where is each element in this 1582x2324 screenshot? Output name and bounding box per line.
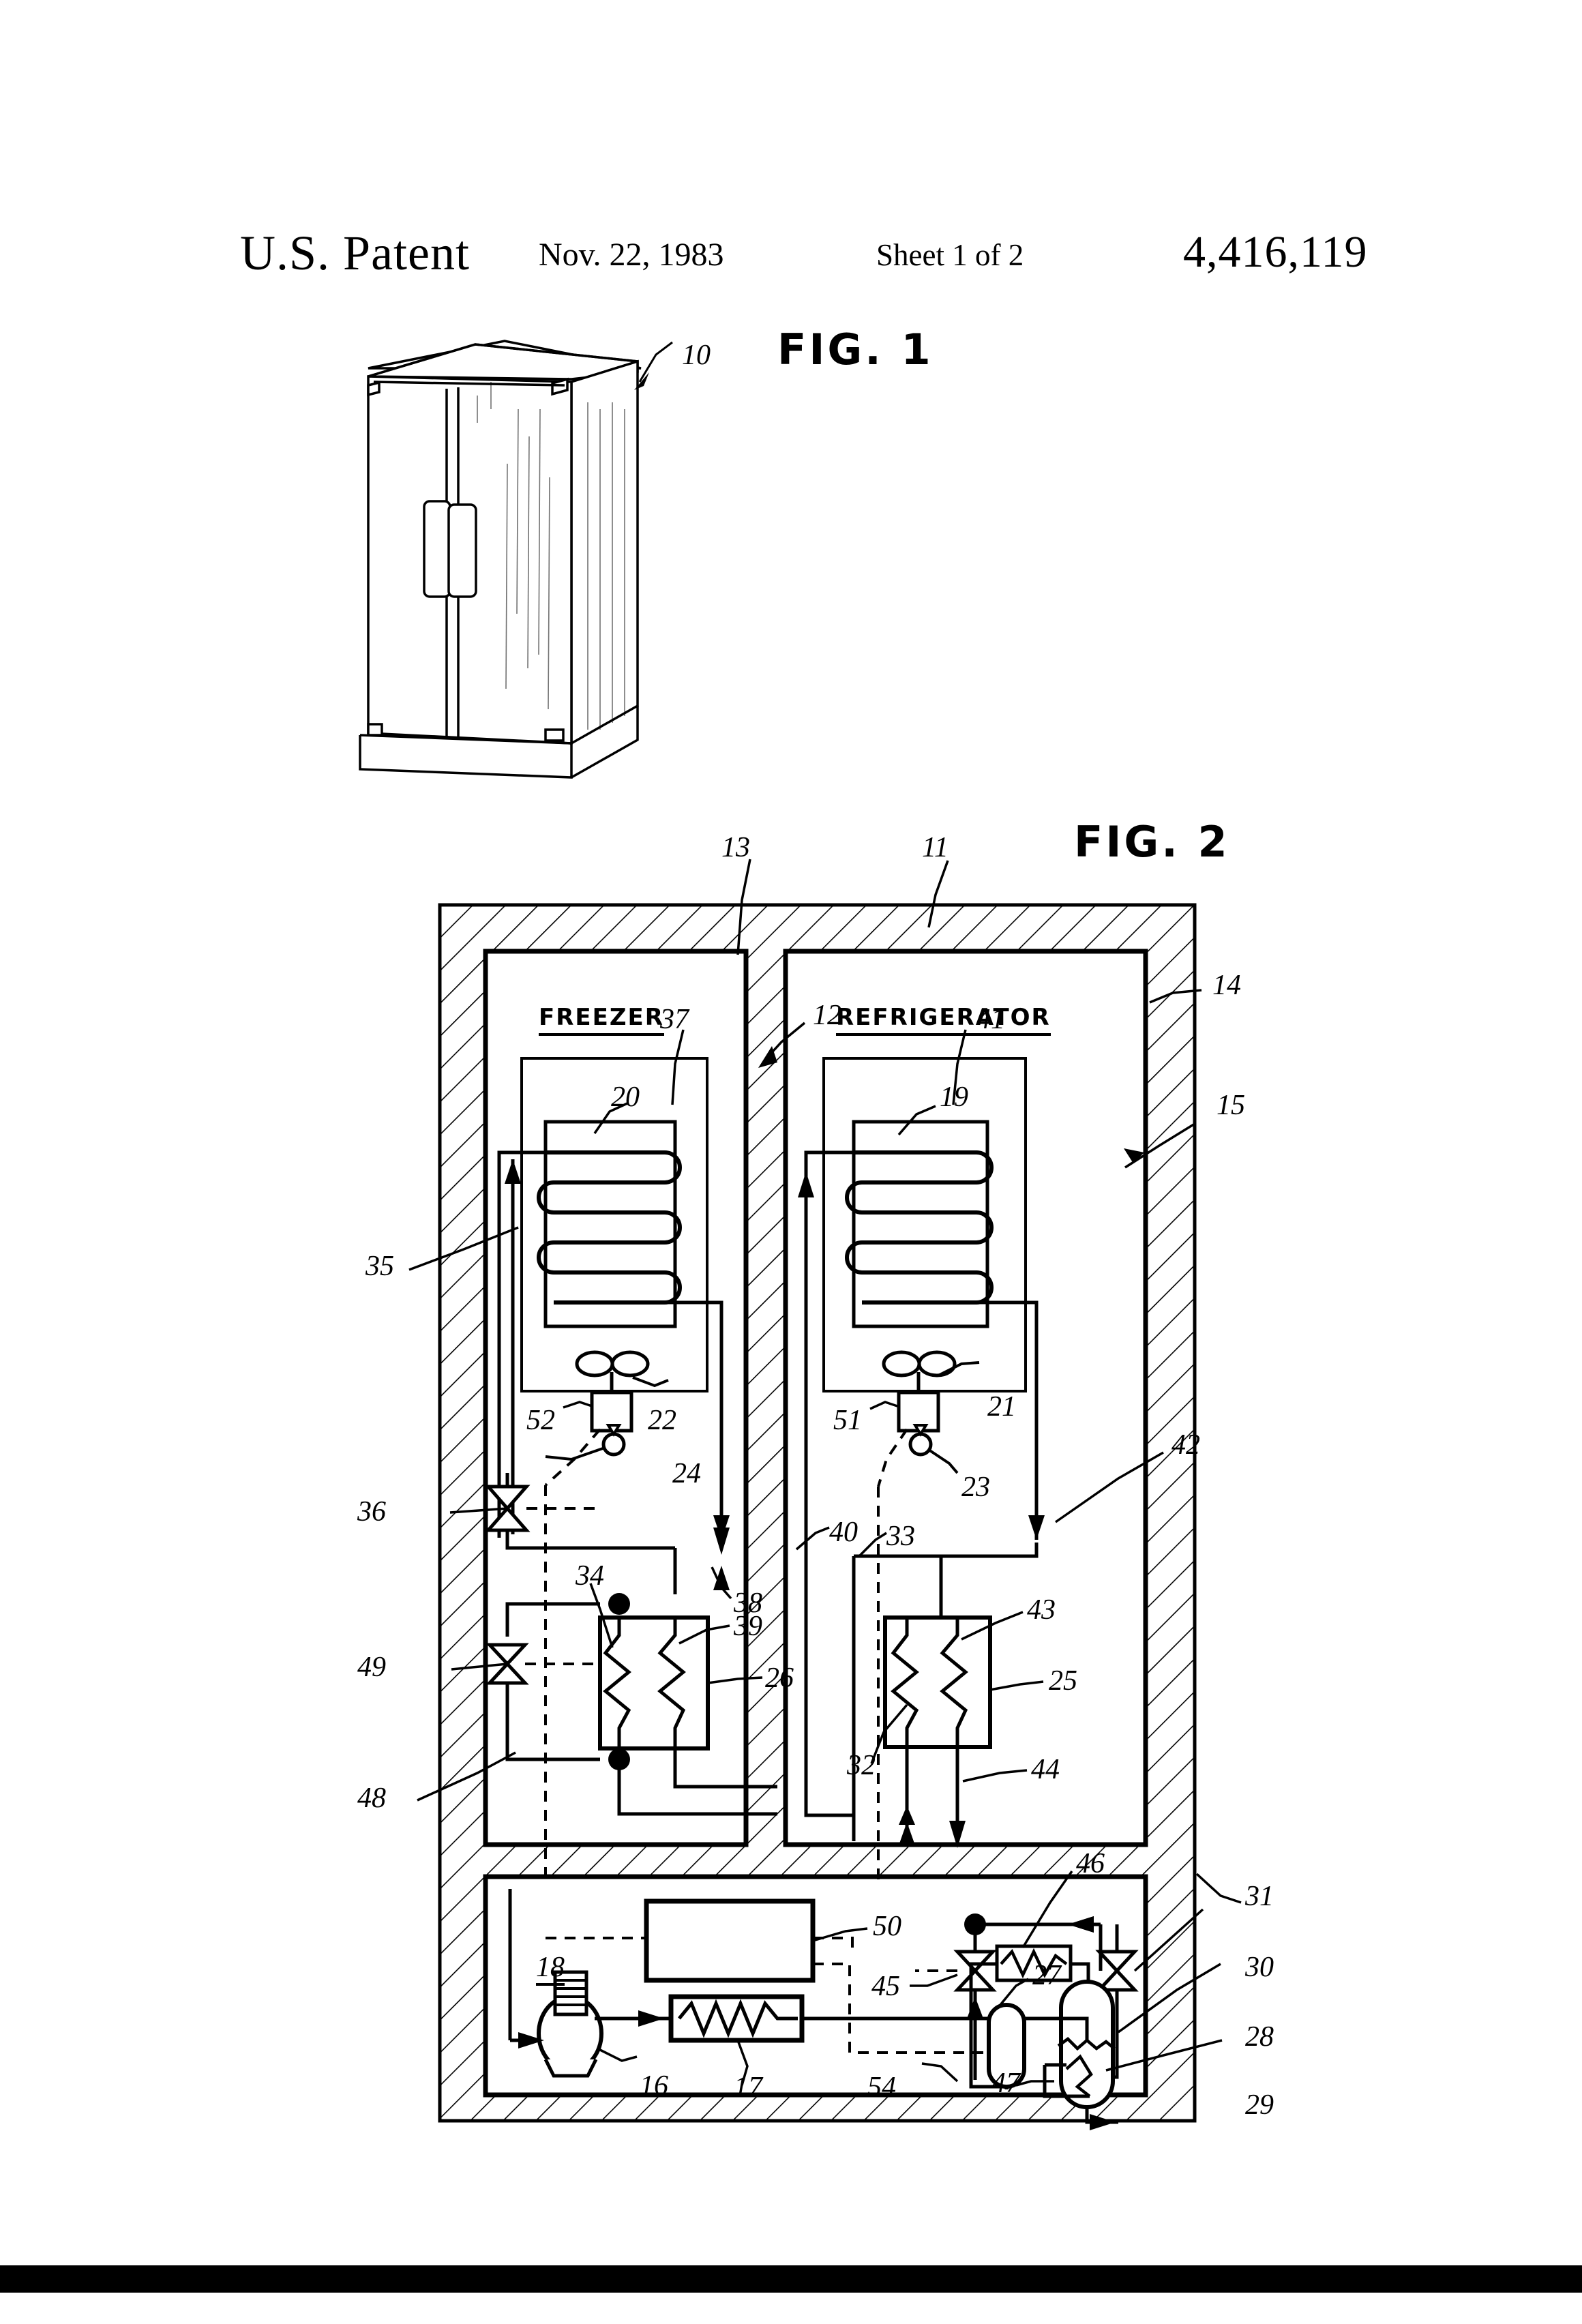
reference-numeral-38: 38 [734,1588,762,1619]
reference-numeral-11: 11 [922,832,949,863]
reference-numeral-16: 16 [640,2070,668,2102]
reference-numeral-18: 18 [536,1953,565,1986]
reference-numeral-21: 21 [987,1391,1016,1422]
reference-numeral-34: 34 [576,1560,604,1592]
reference-numeral-54: 54 [867,2072,896,2103]
reference-numeral-28: 28 [1245,2021,1274,2053]
reference-numeral-26: 26 [765,1663,794,1694]
cabinet-shell [438,903,1197,2123]
reference-numeral-51: 51 [833,1405,862,1436]
reference-numeral-30: 30 [1245,1952,1274,1983]
reference-numeral-32: 32 [847,1750,876,1781]
reference-numeral-12: 12 [813,1000,841,1031]
reference-numeral-41: 41 [976,1004,1005,1035]
reference-numeral-45: 45 [871,1971,900,2002]
reference-numeral-49: 49 [357,1652,386,1683]
reference-numeral-25: 25 [1049,1665,1077,1697]
reference-numeral-17: 17 [734,2072,762,2103]
reference-numeral-23: 23 [961,1472,990,1503]
reference-numeral-39: 39 [734,1611,762,1642]
reference-numeral-52: 52 [526,1405,555,1436]
reference-numeral-46: 46 [1076,1848,1105,1879]
reference-numeral-29: 29 [1245,2089,1274,2121]
reference-numeral-48: 48 [357,1783,386,1814]
reference-numeral-19: 19 [940,1082,968,1113]
reference-numeral-44: 44 [1031,1754,1060,1785]
reference-numeral-15: 15 [1217,1090,1245,1121]
reference-numeral-22: 22 [648,1405,676,1436]
reference-numeral-10: 10 [682,340,711,371]
figure-1-caption: FIG. 1 [777,325,934,374]
reference-numeral-50: 50 [873,1911,901,1942]
reference-numeral-37: 37 [660,1004,689,1035]
reference-numeral-13: 13 [721,832,750,863]
reference-numeral-31: 31 [1245,1881,1274,1912]
patent-number: 4,416,119 [1183,227,1368,277]
scan-artifact-bar [0,2265,1582,2293]
reference-numeral-36: 36 [357,1496,386,1528]
patent-header: U.S. Patent Nov. 22, 1983 Sheet 1 of 2 4… [0,109,1582,280]
patent-office-title: U.S. Patent [240,226,471,280]
freezer-compartment-label: FREEZER [539,1004,664,1036]
reference-numeral-14: 14 [1212,970,1241,1001]
reference-numeral-43: 43 [1027,1594,1056,1626]
reference-numeral-35: 35 [365,1251,394,1282]
sheet-indicator: Sheet 1 of 2 [876,238,1024,272]
reference-numeral-27: 27 [1032,1960,1061,1991]
reference-numeral-24: 24 [672,1458,701,1489]
reference-numeral-33: 33 [886,1521,915,1552]
refrigerator-compartment-label: REFRIGERATOR [836,1004,1051,1036]
reference-numeral-47: 47 [991,2068,1020,2099]
reference-numeral-20: 20 [611,1082,640,1113]
figure-2-caption: FIG. 2 [1074,817,1230,867]
patent-date: Nov. 22, 1983 [539,237,724,273]
reference-numeral-40: 40 [829,1517,858,1548]
reference-numeral-42: 42 [1171,1429,1200,1461]
